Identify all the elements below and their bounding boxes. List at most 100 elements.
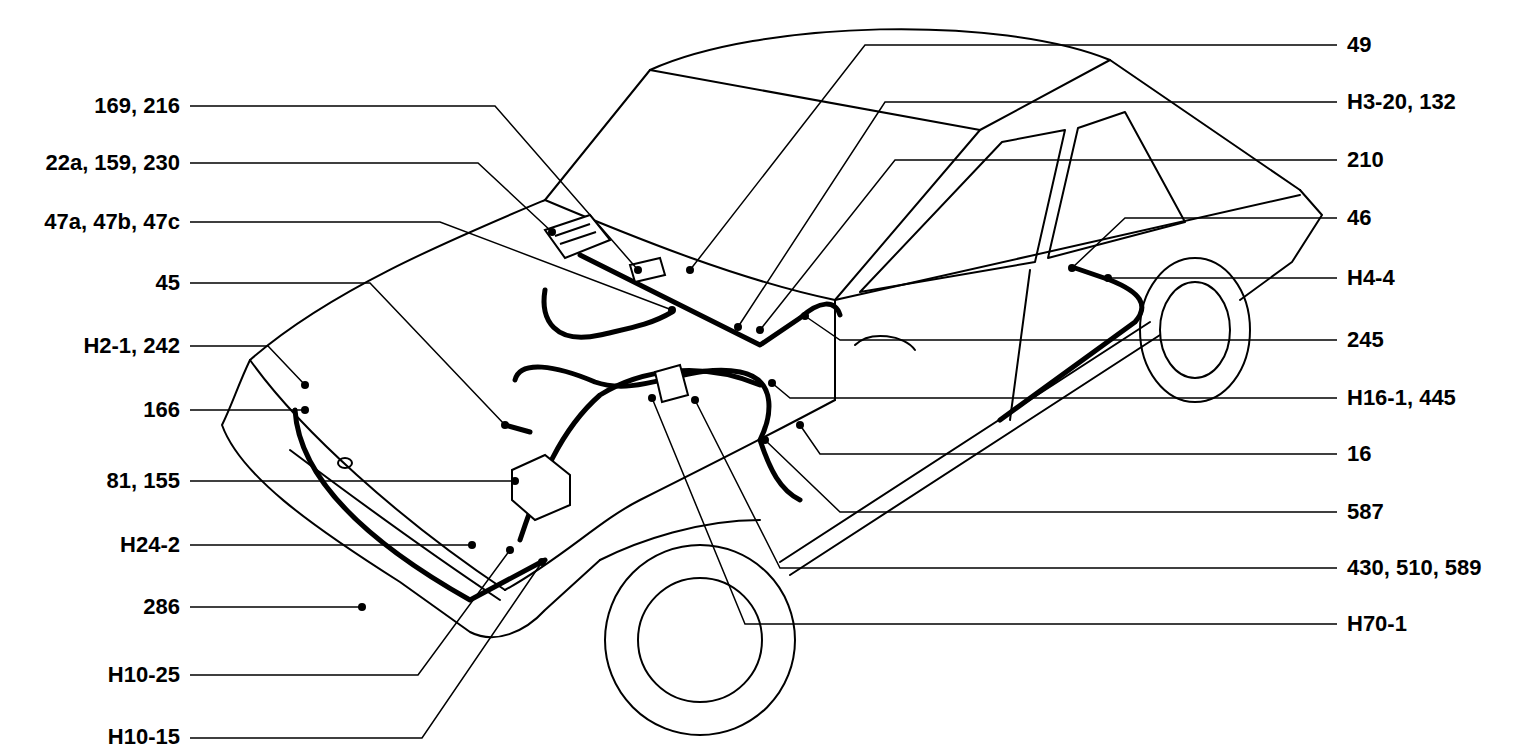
callout-number: H24-2 xyxy=(118,533,182,557)
leader-line xyxy=(765,440,1337,512)
hood-front xyxy=(250,360,505,590)
leader-line xyxy=(190,409,305,411)
location-dot xyxy=(648,394,656,402)
leader-lines xyxy=(190,45,1337,738)
door-edge xyxy=(834,300,836,400)
harness xyxy=(295,410,545,600)
fuse-box xyxy=(545,215,610,258)
location-dot xyxy=(506,546,514,554)
callout-number: 45 xyxy=(154,271,182,295)
hood-edge xyxy=(250,200,545,360)
leader-line xyxy=(1072,218,1337,268)
callout-number: H10-15 xyxy=(106,725,182,749)
grille xyxy=(290,450,500,600)
leader-line xyxy=(190,222,672,310)
location-dot xyxy=(768,379,776,387)
belt-line xyxy=(835,195,1300,300)
emblem xyxy=(338,458,352,468)
location-dot xyxy=(301,406,309,414)
callout-number: H16-1, 445 xyxy=(1345,386,1458,410)
callout-number: 166 xyxy=(141,398,182,422)
location-dot xyxy=(1068,264,1076,272)
rear-end xyxy=(1240,190,1322,300)
front-window xyxy=(860,130,1065,292)
location-dot xyxy=(1104,274,1112,282)
location-dot xyxy=(468,541,476,549)
roof-line xyxy=(650,29,1300,190)
callout-number: 210 xyxy=(1345,148,1386,172)
location-dot xyxy=(691,396,699,404)
callout-number: H3-20, 132 xyxy=(1345,90,1458,114)
leader-line xyxy=(190,550,510,675)
callout-number: 286 xyxy=(141,595,182,619)
connector-dots xyxy=(301,228,1112,611)
leader-line xyxy=(190,480,515,482)
mirror xyxy=(855,336,915,350)
callout-number: 430, 510, 589 xyxy=(1345,556,1484,580)
callout-number: 245 xyxy=(1345,328,1386,352)
sill xyxy=(790,335,1160,575)
harness xyxy=(544,290,672,337)
callout-number: 169, 216 xyxy=(92,94,182,118)
rear-wheel xyxy=(1140,258,1250,402)
fender-line xyxy=(505,400,835,590)
components xyxy=(512,215,688,520)
leader-line xyxy=(190,283,505,425)
location-dot xyxy=(538,558,546,566)
fuse-box-detail xyxy=(555,224,596,244)
leader-line xyxy=(695,400,1337,568)
sill xyxy=(780,322,1150,562)
front-wheel xyxy=(605,545,795,735)
rear-wheel-rim xyxy=(1160,282,1230,378)
wiring-harness xyxy=(295,255,1142,600)
leader-line xyxy=(652,398,1337,624)
location-dot xyxy=(796,421,804,429)
leader-line xyxy=(190,346,305,385)
leader-line xyxy=(190,544,472,546)
callout-number: 46 xyxy=(1345,206,1373,230)
leader-line xyxy=(690,45,1337,270)
location-dot xyxy=(548,228,556,236)
relay-box xyxy=(512,455,570,520)
leader-line xyxy=(800,425,1337,454)
callout-number: 587 xyxy=(1345,500,1386,524)
callout-number: 16 xyxy=(1345,442,1373,466)
leader-line xyxy=(1108,277,1337,279)
harness xyxy=(520,371,760,540)
callout-number: 49 xyxy=(1345,33,1373,57)
wheel-arch xyxy=(600,520,760,560)
leader-line xyxy=(760,160,1337,330)
callout-number: 47a, 47b, 47c xyxy=(42,210,182,234)
leader-line xyxy=(190,106,638,270)
callout-number: H70-1 xyxy=(1345,612,1409,636)
callout-number: H4-4 xyxy=(1345,266,1397,290)
location-dot xyxy=(358,603,366,611)
control-unit xyxy=(655,365,688,402)
leader-line xyxy=(190,606,362,608)
windshield-top xyxy=(650,60,1110,130)
location-dot xyxy=(501,421,509,429)
car-body xyxy=(222,29,1322,735)
leader-line xyxy=(772,383,1337,398)
leader-line xyxy=(190,562,542,738)
location-dot xyxy=(801,312,809,320)
location-dot xyxy=(511,477,519,485)
front-wheel-rim xyxy=(638,578,762,702)
cowl xyxy=(545,200,835,300)
callout-number: 81, 155 xyxy=(105,469,182,493)
location-dot xyxy=(761,436,769,444)
harness xyxy=(580,255,840,345)
harness xyxy=(1000,268,1142,420)
callout-number: H2-1, 242 xyxy=(81,334,182,358)
connector-block xyxy=(630,258,665,282)
location-dot xyxy=(634,266,642,274)
callout-number: H10-25 xyxy=(106,663,182,687)
location-dot xyxy=(301,381,309,389)
location-dot xyxy=(668,306,676,314)
location-dot xyxy=(734,323,742,331)
leader-line xyxy=(738,102,1337,327)
front-bumper xyxy=(222,360,600,637)
location-dot xyxy=(686,266,694,274)
